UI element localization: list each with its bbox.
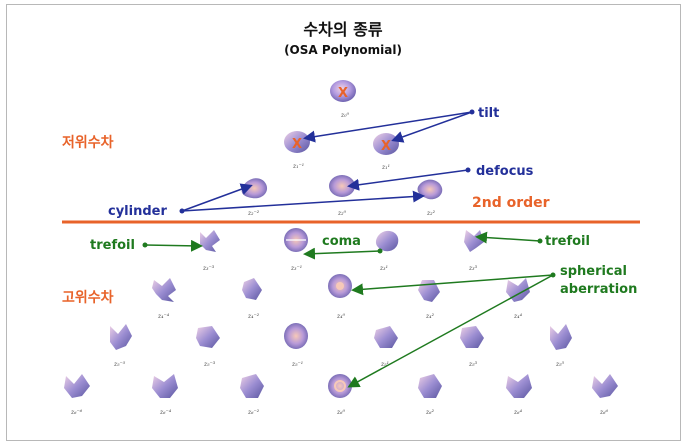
- zernike-surface-icon: [418, 374, 442, 398]
- zernike-surface-icon: [506, 278, 530, 302]
- spherical-arrow-1: [351, 274, 554, 296]
- zernike-surface-icon: X: [330, 80, 356, 102]
- zernike-surface-icon: [328, 274, 352, 298]
- zernike-index-label: z₅⁻⁵: [113, 361, 126, 368]
- excluded-mark: X: [292, 137, 302, 152]
- trefoil-left-label: trefoil: [90, 238, 135, 253]
- second-order-label: 2nd order: [472, 195, 550, 211]
- zernike-index-label: z₅³: [468, 361, 478, 368]
- zernike-index-label: z₃⁻¹: [290, 265, 302, 272]
- spherical-arrow-2: [347, 274, 554, 388]
- zernike-surface-icon: [375, 230, 399, 252]
- excluded-mark: X: [338, 86, 348, 101]
- trefoil-right-dot: [537, 238, 543, 244]
- diagram-subtitle: (OSA Polynomial): [284, 43, 402, 57]
- cylinder-arrow-1: [181, 183, 253, 212]
- high-order-group-label: 고위수차: [62, 290, 114, 306]
- zernike-surface-icon: [242, 278, 262, 300]
- zernike-surface-icon: [240, 374, 264, 398]
- zernike-index-label: z₅⁵: [555, 361, 565, 368]
- excluded-mark: X: [381, 139, 391, 154]
- tilt-dot: [469, 109, 475, 115]
- cylinder-arrow-2: [181, 190, 425, 212]
- low-order-group-label: 저위수차: [62, 135, 114, 151]
- spherical-label-line2: aberration: [560, 282, 637, 297]
- zernike-surface-icon: [506, 374, 532, 398]
- zernike-surface-icon: [196, 326, 220, 348]
- cylinder-dot: [179, 208, 185, 214]
- coma-arrow: [303, 247, 381, 260]
- figure-frame: [6, 4, 681, 441]
- zernike-surface-icon: [152, 278, 176, 302]
- zernike-index-label: z₅⁻¹: [291, 361, 303, 368]
- zernike-index-label: z₅⁻³: [203, 361, 216, 368]
- zernike-index-label: z₆⁰: [336, 409, 346, 416]
- zernike-index-label: z₄⁻⁴: [157, 313, 170, 320]
- trefoil-right-label: trefoil: [545, 234, 590, 249]
- zernike-surface-icon: X: [373, 133, 399, 155]
- zernike-index-label: z₂⁰: [337, 210, 347, 217]
- zernike-index-label: z₄⁻²: [247, 313, 260, 320]
- zernike-index-label: z₅¹: [380, 361, 389, 368]
- tilt-arrow-1: [303, 111, 473, 143]
- tilt-arrow-2: [391, 111, 473, 143]
- zernike-index-label: z₆⁴: [513, 409, 523, 416]
- spherical-dot: [550, 272, 556, 278]
- zernike-index-label: z₆⁻⁴: [159, 409, 172, 416]
- zernike-surface-icon: [284, 228, 308, 252]
- zernike-surface-icon: [374, 326, 398, 348]
- zernike-surface-icon: [200, 230, 220, 252]
- zernike-index-label: z₂⁻²: [247, 210, 260, 217]
- zernike-index-label: z₁⁻¹: [292, 163, 304, 170]
- zernike-index-label: z₄²: [425, 313, 435, 320]
- tilt-label: tilt: [478, 106, 499, 121]
- trefoil-right-arrow: [475, 231, 541, 244]
- zernike-surface-icon: [464, 230, 484, 252]
- zernike-index-label: z₁¹: [381, 164, 390, 171]
- coma-label: coma: [322, 234, 361, 249]
- zernike-surface-icon: [110, 324, 132, 350]
- zernike-index-label: z₃³: [468, 265, 478, 272]
- zernike-surface-icon: X: [284, 131, 310, 153]
- zernike-index-label: z₃¹: [379, 265, 388, 272]
- coma-dot: [377, 248, 383, 254]
- zernike-index-label: z₄⁴: [513, 313, 523, 320]
- zernike-surface-icon: [284, 323, 308, 349]
- zernike-surface-icon: [550, 324, 572, 350]
- zernike-index-label: z₂²: [426, 210, 436, 217]
- zernike-surface-icon: [460, 326, 484, 348]
- zernike-index-label: z₄⁰: [336, 313, 346, 320]
- spherical-label-line1: spherical: [560, 264, 627, 279]
- zernike-index-label: z₀⁰: [340, 112, 350, 119]
- diagram-title: 수차의 종류: [303, 20, 382, 39]
- defocus-label: defocus: [476, 164, 534, 179]
- trefoil-left-dot: [142, 242, 148, 248]
- zernike-index-label: z₃⁻³: [202, 265, 215, 272]
- cylinder-label: cylinder: [108, 204, 167, 219]
- zernike-surface-icon: [328, 374, 352, 398]
- zernike-index-label: z₆²: [425, 409, 435, 416]
- defocus-dot: [465, 167, 471, 173]
- zernike-surface-icon: [64, 374, 90, 398]
- zernike-index-label: z₆⁻⁶: [70, 409, 83, 416]
- trefoil-left-arrow: [144, 239, 203, 252]
- zernike-surface-icon: [152, 374, 178, 398]
- defocus-arrow: [347, 169, 469, 191]
- zernike-index-label: z₆⁶: [599, 409, 609, 416]
- zernike-index-label: z₆⁻²: [247, 409, 260, 416]
- zernike-surface-icon: [592, 374, 618, 398]
